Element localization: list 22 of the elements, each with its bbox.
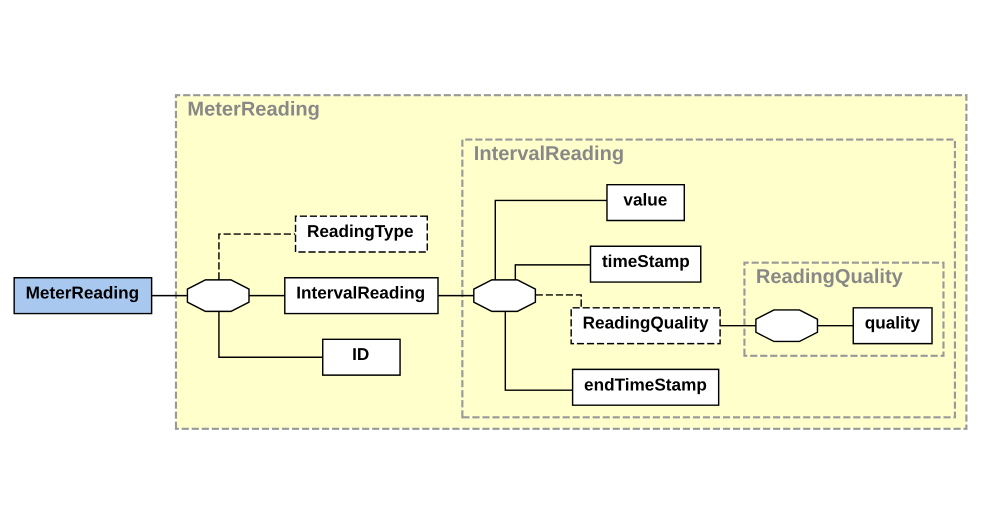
node-octagon (755, 308, 818, 342)
node-box: MeterReading (13, 276, 152, 314)
node-box: ReadingType (294, 214, 428, 252)
connector (218, 232, 296, 279)
node-box: IntervalReading (284, 276, 439, 314)
connector (818, 324, 853, 326)
node-octagon (473, 278, 536, 312)
node-box: ReadingQuality (570, 306, 721, 344)
node-box: endTimeStamp (572, 368, 720, 406)
connector (494, 199, 607, 279)
node-box: quality (852, 306, 933, 344)
node-box: ID (322, 338, 401, 376)
node-box: timeStamp (590, 245, 702, 282)
connector (152, 294, 187, 296)
connector (218, 311, 322, 358)
connector (514, 264, 590, 280)
connector (504, 311, 573, 390)
connector (720, 324, 756, 326)
node-box: value (606, 183, 685, 221)
connector (249, 294, 285, 296)
node-octagon (186, 278, 250, 312)
connector (438, 294, 474, 296)
